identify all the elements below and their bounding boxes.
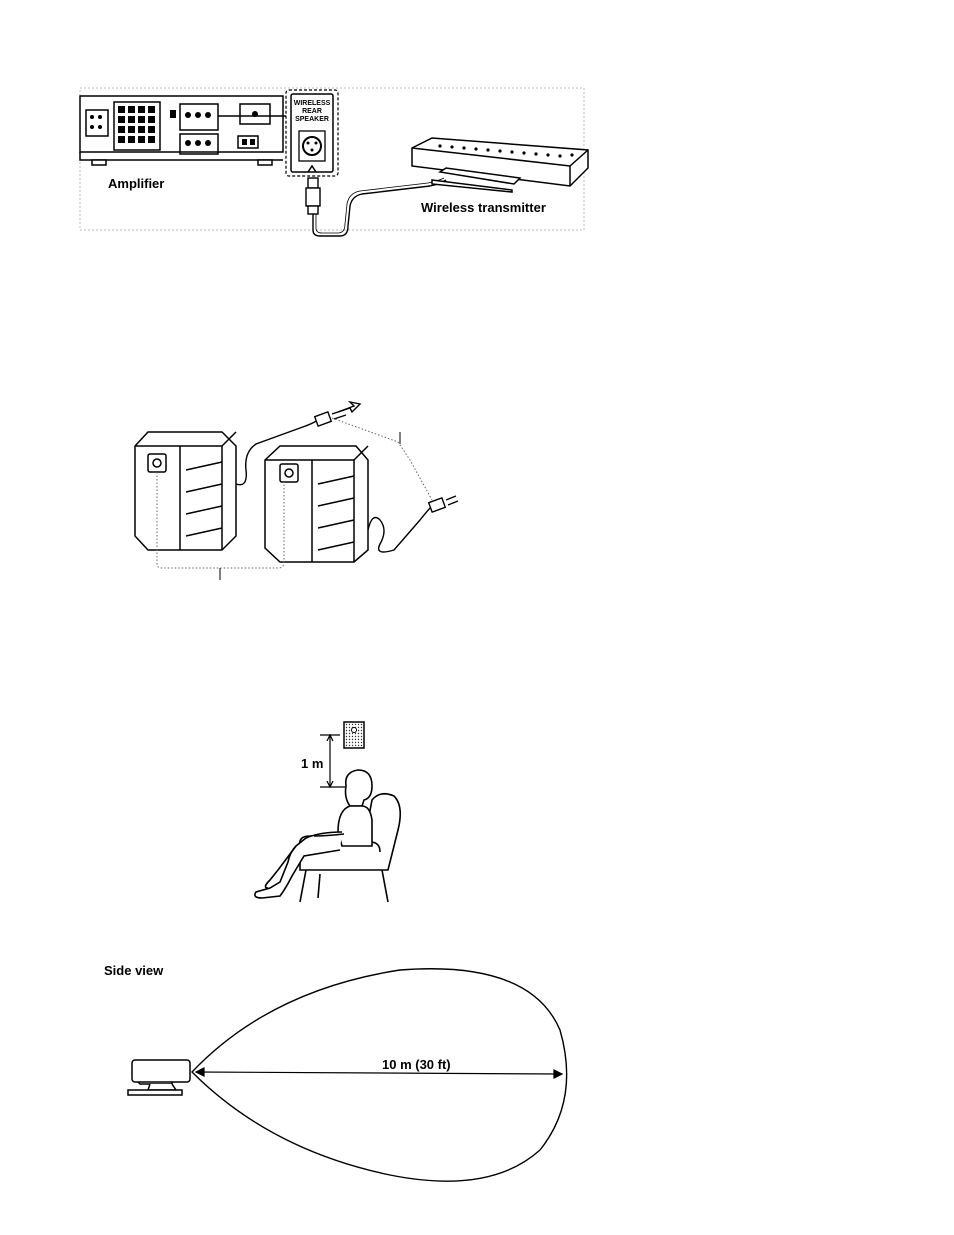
rear-speaker-illustration [344,722,364,748]
amplifier-illustration [80,96,290,165]
jack-label-line-2: REAR [302,108,322,115]
amplifier-label: Amplifier [108,176,164,191]
side-view-figure: Side view 10 m (30 ft) [104,963,567,1181]
right-speaker-illustration [265,446,368,562]
height-label: 1 m [301,756,323,771]
arrow-icon [338,402,360,412]
transmitter-illustration [412,138,588,192]
listening-position-figure: 1 m [255,722,400,902]
wireless-rear-speaker-jack: WIRELESS REAR SPEAKER [286,90,338,176]
jack-label-line-3: SPEAKER [295,116,329,123]
jack-label-line-1: WIRELESS [294,100,331,107]
transmitter-side-illustration [128,1060,190,1095]
range-label: 10 m (30 ft) [382,1057,451,1072]
speakers-figure [135,402,458,580]
coverage-lobe [192,969,567,1181]
connection-figure: WIRELESS REAR SPEAKER [80,88,588,236]
range-dimension [196,1068,562,1078]
transmitter-label: Wireless transmitter [421,200,546,215]
din-socket-icon [303,137,321,155]
left-speaker-illustration [135,432,236,550]
side-view-title: Side view [104,963,164,978]
person-illustration [255,770,372,898]
height-dimension [320,735,345,787]
